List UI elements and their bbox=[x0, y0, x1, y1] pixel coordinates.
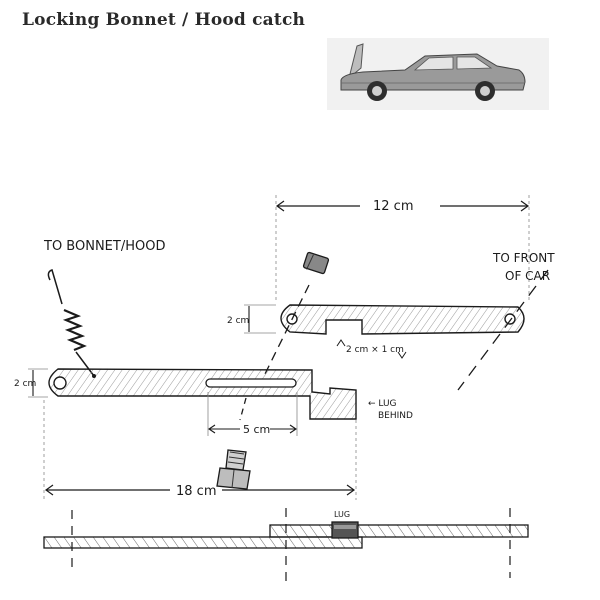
dim-12cm-label: 12 cm bbox=[373, 199, 414, 214]
dim-2cm-left-label: 2 cm bbox=[14, 379, 36, 389]
dim-18cm-label: 18 cm bbox=[176, 484, 217, 499]
notch-dim: 2 cm × 1 cm bbox=[336, 339, 407, 359]
lug-behind-label-2: BEHIND bbox=[378, 411, 413, 421]
dim-2cm-left: 2 cm bbox=[14, 368, 48, 398]
page-title: Locking Bonnet / Hood catch bbox=[22, 10, 306, 30]
nut bbox=[302, 251, 330, 275]
notch-size-label: 2 cm × 1 cm bbox=[346, 345, 404, 355]
bolt bbox=[216, 397, 251, 490]
to-front-label-1: TO FRONT bbox=[492, 251, 555, 265]
lower-plate bbox=[48, 368, 357, 420]
car-icon bbox=[340, 43, 526, 101]
dim-5cm-label: 5 cm bbox=[243, 423, 270, 436]
to-bonnet-label: TO BONNET/HOOD bbox=[43, 239, 165, 254]
spring bbox=[47, 269, 95, 377]
lug-behind: ← LUG BEHIND bbox=[368, 399, 413, 421]
upper-plate bbox=[280, 304, 525, 335]
to-front-label-2: OF CAR bbox=[505, 269, 550, 283]
dim-2cm-right: 2 cm bbox=[227, 304, 276, 334]
dim-18cm: 18 cm bbox=[43, 400, 357, 500]
lug-side-label: LUG bbox=[334, 510, 350, 519]
side-view: LUG bbox=[43, 508, 529, 582]
dim-12cm: 12 cm bbox=[275, 195, 530, 300]
lug-behind-label-1: ← LUG bbox=[368, 399, 397, 409]
dim-2cm-right-label: 2 cm bbox=[227, 316, 249, 326]
dim-5cm: 5 cm bbox=[207, 392, 298, 436]
car-photo bbox=[327, 38, 549, 110]
